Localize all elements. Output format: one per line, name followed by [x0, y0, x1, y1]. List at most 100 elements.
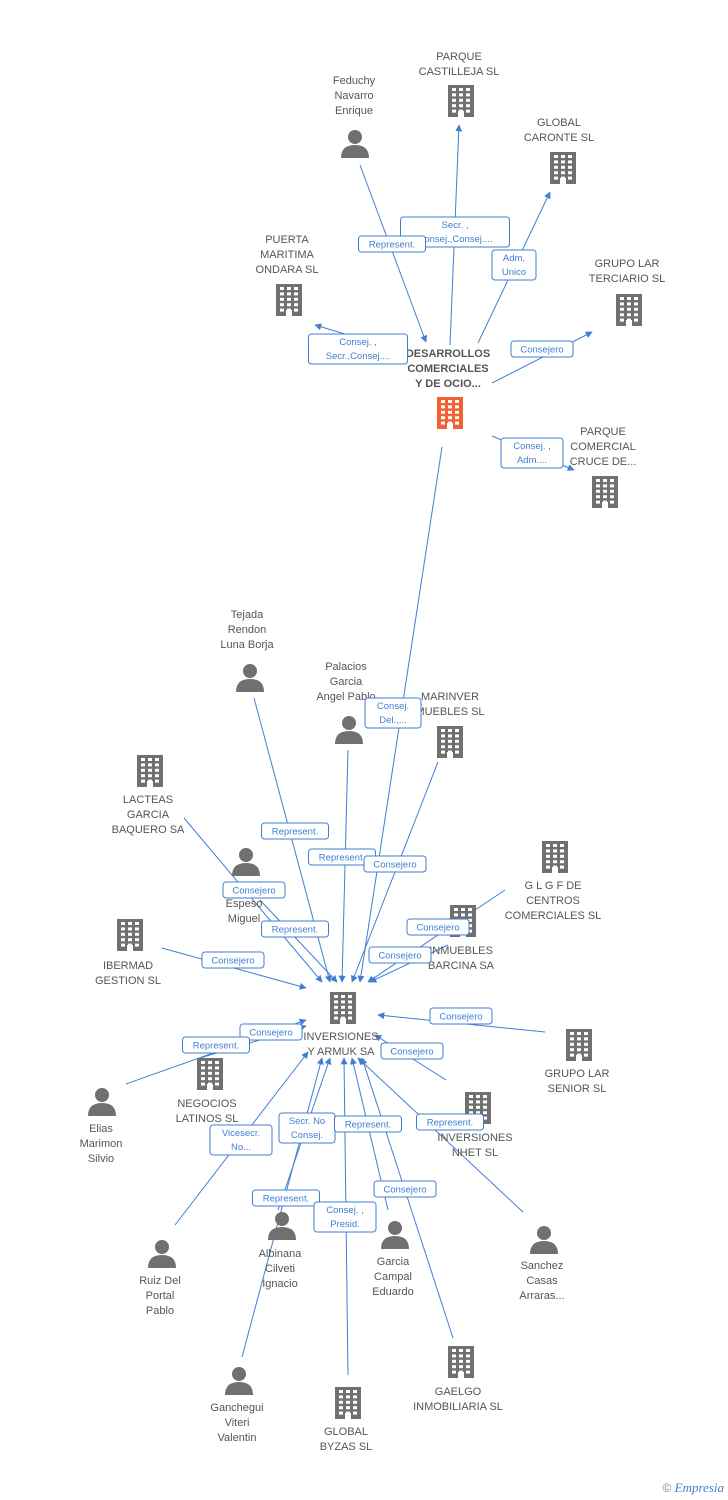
- edge-label[interactable]: Represent.: [334, 1115, 402, 1133]
- edge-label[interactable]: Consejero: [239, 1023, 303, 1041]
- edge-label[interactable]: Consejero: [373, 1180, 437, 1198]
- edge-label-box[interactable]: [201, 951, 265, 969]
- edge-label[interactable]: Represent.: [261, 920, 329, 938]
- edge-label[interactable]: Consejero: [363, 855, 427, 873]
- edge-label[interactable]: Consejero: [429, 1007, 493, 1025]
- person-icon[interactable]: [236, 664, 264, 692]
- edge-label[interactable]: Consejero: [510, 340, 574, 358]
- building-icon[interactable]: [448, 85, 474, 117]
- building-icon[interactable]: [330, 992, 356, 1024]
- building-icon[interactable]: [542, 841, 568, 873]
- edge-label-box[interactable]: [364, 697, 422, 729]
- person-node[interactable]: SanchezCasasArraras...: [519, 1226, 565, 1302]
- edge-label[interactable]: Represent.: [358, 235, 426, 253]
- edge-label-box[interactable]: [252, 1189, 320, 1207]
- brand-name[interactable]: Empresia: [674, 1480, 724, 1495]
- edge-label-box[interactable]: [222, 881, 286, 899]
- building-icon[interactable]: [197, 1058, 223, 1090]
- edge-label-box[interactable]: [368, 946, 432, 964]
- building-icon[interactable]: [592, 476, 618, 508]
- edge-label-box[interactable]: [429, 1007, 493, 1025]
- edge-label-box[interactable]: [380, 1042, 444, 1060]
- building-icon[interactable]: [276, 284, 302, 316]
- person-icon[interactable]: [88, 1088, 116, 1116]
- building-icon[interactable]: [437, 397, 463, 429]
- edge-label[interactable]: Consejero: [368, 946, 432, 964]
- person-icon[interactable]: [381, 1221, 409, 1249]
- person-icon[interactable]: [232, 848, 260, 876]
- building-icon[interactable]: [437, 726, 463, 758]
- edge-label[interactable]: Consej. ,Adm....: [500, 437, 564, 469]
- edge-label[interactable]: Consej.Del.,...: [364, 697, 422, 729]
- building-icon[interactable]: [137, 755, 163, 787]
- edge-label-box[interactable]: [261, 920, 329, 938]
- edge-label-box[interactable]: [510, 340, 574, 358]
- edge-label[interactable]: Consejero: [222, 881, 286, 899]
- edge-label-box[interactable]: [182, 1036, 250, 1054]
- edge-label-box[interactable]: [491, 249, 537, 281]
- edge-label-box[interactable]: [500, 437, 564, 469]
- person-icon[interactable]: [341, 130, 369, 158]
- edge-label-box[interactable]: [358, 235, 426, 253]
- edge-label[interactable]: Secr. ,Consej.,Consej....: [400, 216, 510, 248]
- edge-label-box[interactable]: [406, 918, 470, 936]
- edge-label-box[interactable]: [373, 1180, 437, 1198]
- edge-label-box[interactable]: [261, 822, 329, 840]
- edge-label-box[interactable]: [313, 1201, 377, 1233]
- edge-label[interactable]: Consejero: [406, 918, 470, 936]
- building-icon[interactable]: [566, 1029, 592, 1061]
- edge-label-box[interactable]: [416, 1113, 484, 1131]
- edge-label[interactable]: Represent.: [416, 1113, 484, 1131]
- edge-label-box[interactable]: [209, 1124, 273, 1156]
- edge-label[interactable]: Consej. ,Presid.: [313, 1201, 377, 1233]
- person-icon[interactable]: [335, 716, 363, 744]
- edge-label[interactable]: Consej. ,Secr.,Consej....: [308, 333, 408, 365]
- person-icon[interactable]: [530, 1226, 558, 1254]
- edge-label[interactable]: Consejero: [201, 951, 265, 969]
- building-icon[interactable]: [550, 152, 576, 184]
- edge-label[interactable]: Represent.: [261, 822, 329, 840]
- building-icon[interactable]: [448, 1346, 474, 1378]
- person-icon[interactable]: [225, 1367, 253, 1395]
- edge-label-box[interactable]: [400, 216, 510, 248]
- building-icon[interactable]: [616, 294, 642, 326]
- edge-label[interactable]: Consejero: [380, 1042, 444, 1060]
- person-icon[interactable]: [148, 1240, 176, 1268]
- edge-label[interactable]: Represent.: [182, 1036, 250, 1054]
- edge-label-box[interactable]: [239, 1023, 303, 1041]
- edge-label[interactable]: Adm.Unico: [491, 249, 537, 281]
- edge-label[interactable]: Represent.: [252, 1189, 320, 1207]
- edge-label-box[interactable]: [334, 1115, 402, 1133]
- edge-label-box[interactable]: [308, 333, 408, 365]
- building-icon[interactable]: [335, 1387, 361, 1419]
- edge-label[interactable]: Vicesecr.No...: [209, 1124, 273, 1156]
- building-icon[interactable]: [117, 919, 143, 951]
- edge-label-box[interactable]: [363, 855, 427, 873]
